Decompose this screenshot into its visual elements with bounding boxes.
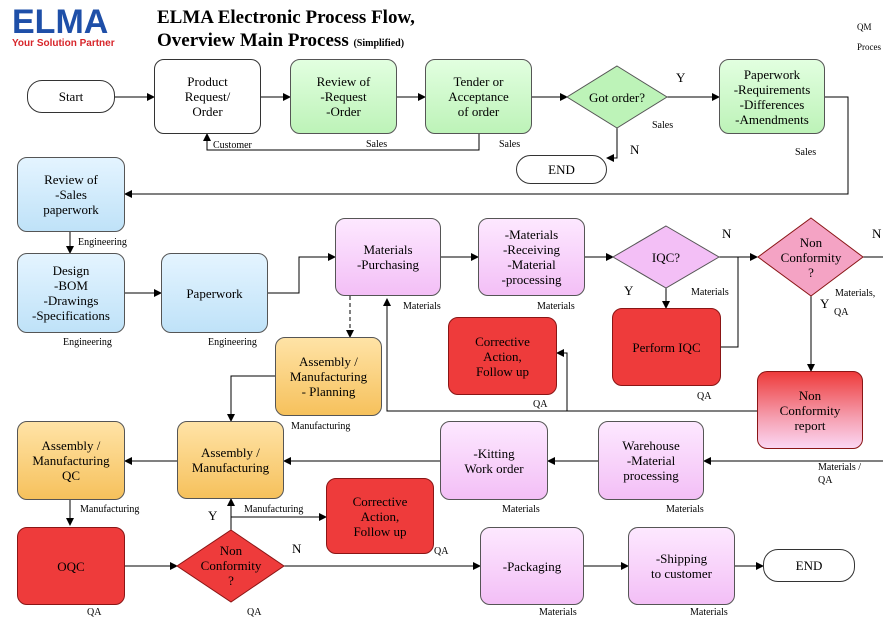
nc1-yes: Y: [820, 296, 830, 311]
title-main: Overview Main Process: [157, 30, 349, 51]
got-order-yes: Y: [676, 70, 686, 85]
label-qa-5: QA: [247, 607, 262, 618]
perform-iqc-box: Perform IQC: [612, 308, 721, 386]
nc2-yes: Y: [208, 508, 218, 523]
label-engineering-2: Engineering: [63, 337, 112, 348]
paperwork-requirements-box: Paperwork -Requirements -Differences -Am…: [719, 59, 825, 134]
decision-got-order: [566, 65, 668, 129]
title-note: (Simplified): [353, 38, 405, 49]
start-terminal: Start: [27, 80, 115, 113]
oqc-box: OQC: [17, 527, 125, 605]
review-request-box: Review of -Request -Order: [290, 59, 397, 134]
nc2-no: N: [292, 541, 302, 556]
arrow-paperwork-to-purchasing: [268, 253, 336, 294]
design-box: Design -BOM -Drawings -Specifications: [17, 253, 125, 333]
product-request-box: Product Request/ Order: [154, 59, 261, 134]
label-materials-7: Materials: [690, 607, 728, 618]
review-sales-box: Review of -Sales paperwork: [17, 157, 125, 232]
assembly-manufacturing-box: Assembly / Manufacturing: [177, 421, 284, 499]
arrow-tender-to-customer: [203, 133, 480, 151]
arrow-ncreport-to-corrective: [556, 349, 568, 411]
logo-tagline: Your Solution Partner: [12, 38, 115, 49]
label-materials-qa-2a: Materials /: [818, 462, 862, 473]
label-materials-3: Materials: [691, 287, 729, 298]
label-qa-2: QA: [533, 399, 548, 410]
corrective-action-1-box: Corrective Action, Follow up: [448, 317, 557, 395]
label-materials-2: Materials: [537, 301, 575, 312]
label-customer: Customer: [213, 140, 252, 151]
title-line1: ELMA Electronic Process Flow,: [157, 7, 415, 28]
label-sales-4: Sales: [795, 147, 817, 158]
arrow-performiqc-up: [721, 257, 739, 348]
label-materials-4: Materials: [502, 504, 540, 515]
paperwork-box: Paperwork: [161, 253, 268, 333]
arrow-planning-to-assembly: [227, 375, 275, 422]
label-qa-4: QA: [87, 607, 102, 618]
elma-logo: ELMA Your Solution Partner: [12, 4, 115, 49]
label-materials-5: Materials: [666, 504, 704, 515]
label-qa-3: QA: [434, 546, 449, 557]
label-manufacturing-1: Manufacturing: [291, 421, 351, 432]
got-order-label: Got order?: [589, 89, 645, 105]
kitting-box: -Kitting Work order: [440, 421, 548, 500]
nc1-no: N: [872, 226, 882, 241]
corner-qm: QM: [857, 22, 872, 32]
shipping-box: -Shipping to customer: [628, 527, 735, 605]
corrective-action-2-box: Corrective Action, Follow up: [326, 478, 434, 554]
non-conformity-1-label: Non Conformity ?: [780, 234, 842, 280]
label-materials-6: Materials: [539, 607, 577, 618]
non-conformity-2-label: Non Conformity ?: [200, 542, 262, 588]
non-conformity-report-box: Non Conformity report: [757, 371, 863, 449]
end-terminal-1: END: [516, 155, 607, 184]
iqc-yes: Y: [624, 283, 634, 298]
materials-receiving-box: -Materials -Receiving -Material -process…: [478, 218, 585, 296]
assembly-qc-box: Assembly / Manufacturing QC: [17, 421, 125, 500]
label-sales-3: Sales: [652, 120, 674, 131]
arrow-ncreport-to-purchasing: [383, 298, 757, 412]
iqc-label: IQC?: [651, 249, 681, 265]
logo-name: ELMA: [12, 3, 109, 41]
label-engineering-1: Engineering: [78, 237, 127, 248]
label-materials-1: Materials: [403, 301, 441, 312]
page-title: ELMA Electronic Process Flow, Overview M…: [157, 6, 415, 55]
label-manufacturing-3: Manufacturing: [244, 504, 304, 515]
label-engineering-3: Engineering: [208, 337, 257, 348]
label-materials-qa-2b: QA: [818, 475, 833, 486]
arrow-paperwork-to-salesreview: [124, 96, 849, 198]
decision-iqc: [612, 225, 720, 289]
end-terminal-2: END: [763, 549, 855, 582]
materials-purchasing-box: Materials -Purchasing: [335, 218, 441, 296]
got-order-no: N: [630, 142, 640, 157]
packaging-box: -Packaging: [480, 527, 584, 605]
assembly-planning-box: Assembly / Manufacturing - Planning: [275, 337, 382, 416]
tender-box: Tender or Acceptance of order: [425, 59, 532, 134]
decision-non-conformity-2: [176, 529, 285, 603]
label-sales-2: Sales: [499, 139, 521, 150]
warehouse-box: Warehouse -Material processing: [598, 421, 704, 500]
label-sales-1: Sales: [366, 139, 388, 150]
decision-non-conformity-1: [757, 217, 864, 297]
label-qa-7: QA: [834, 307, 849, 318]
title-line2: Overview Main Process (Simplified): [157, 29, 415, 55]
label-materials-qa-1: Materials,: [835, 288, 876, 299]
iqc-no: N: [722, 226, 732, 241]
arrow-gotorder-no: [606, 128, 618, 162]
label-qa-1: QA: [697, 391, 712, 402]
label-manufacturing-2: Manufacturing: [80, 504, 140, 515]
corner-process: Proces: [857, 42, 881, 52]
